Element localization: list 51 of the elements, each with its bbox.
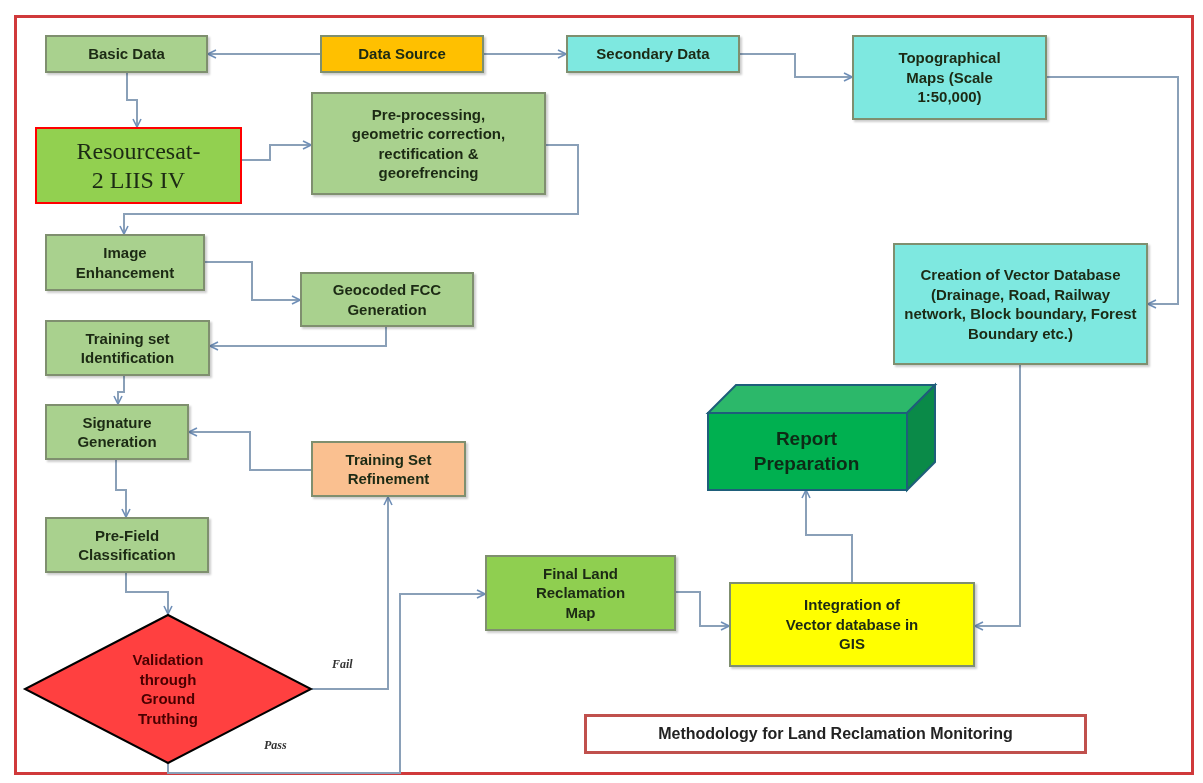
connector-arrow: [119, 144, 579, 235]
process-box: [566, 35, 740, 73]
process-box: [45, 517, 209, 573]
node-label: Report Preparation: [752, 426, 861, 476]
node-label: Image Enhancement: [74, 243, 176, 282]
process-box: [45, 404, 189, 460]
connector-arrow: [1046, 76, 1179, 309]
node-label: Basic Data: [88, 44, 165, 64]
process-box: [485, 555, 676, 631]
node-label: Resourcesat-2 LIIS IV: [76, 136, 201, 195]
node-label: Integration of Vector database in GIS: [784, 595, 920, 654]
connector-arrow: [188, 427, 312, 471]
connector-arrow: [126, 72, 142, 128]
node-label: Data Source: [358, 44, 446, 64]
node-label: Pre-processing, geometric correction, rectification & georefrencing: [350, 104, 507, 183]
node-label: Validation through Ground Truthing: [131, 650, 205, 728]
connector-arrow: [483, 49, 567, 59]
connector-arrow: [675, 591, 730, 631]
node-label: Topographical Maps (Scale 1:50,000): [897, 48, 1002, 107]
diagram-caption: Methodology for Land Reclamation Monitoring: [584, 714, 1087, 754]
process-box: [320, 35, 484, 73]
node-label: Pre-Field Classification: [77, 525, 177, 565]
process-box: [729, 582, 975, 667]
connector-arrow: [209, 326, 387, 351]
process-box: [45, 320, 210, 376]
connector-arrow: [311, 496, 393, 690]
process-box: [45, 35, 208, 73]
process-box: [311, 92, 546, 195]
node-label: Creation of Vector Database (Drainage, Road, Railway network, Block boundary, Forest Boundary etc.): [903, 265, 1138, 343]
connector-arrow: [167, 589, 486, 774]
connector-arrow: [115, 459, 131, 518]
connector-arrow: [207, 49, 321, 59]
connector-arrow: [241, 140, 312, 161]
node-label: Training set Identification: [79, 328, 176, 368]
connector-arrow: [113, 375, 125, 405]
connector-arrow: [974, 364, 1021, 631]
process-box: [311, 441, 466, 497]
connector-arrow: [739, 53, 853, 82]
process-box: [893, 243, 1148, 365]
process-box: [35, 127, 242, 204]
node-label: Geocoded FCC Generation: [331, 280, 443, 319]
connector-arrow: [125, 572, 173, 615]
connector-arrow: [801, 489, 853, 583]
process-box: [300, 272, 474, 327]
node-label: Final Land Reclamation Map: [534, 563, 627, 623]
node-label: Training Set Refinement: [344, 449, 433, 489]
process-box: [852, 35, 1047, 120]
node-label: Signature Generation: [76, 412, 158, 452]
connector-arrow: [204, 261, 301, 305]
process-box: [45, 234, 205, 291]
node-label: Secondary Data: [596, 44, 710, 64]
